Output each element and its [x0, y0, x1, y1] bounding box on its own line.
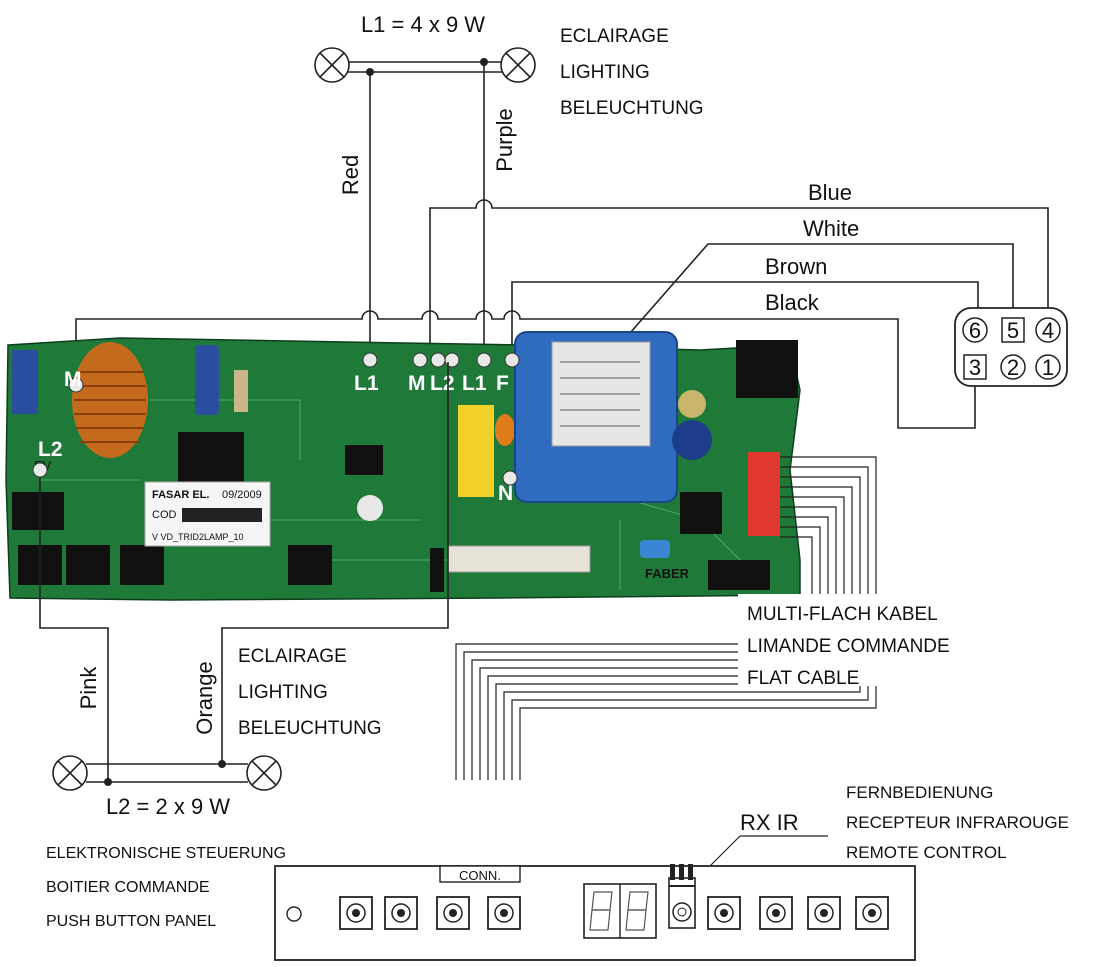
capacitor-icon	[458, 405, 494, 497]
connector-pin: 5	[1007, 318, 1019, 343]
panel-button-5[interactable]	[707, 896, 741, 930]
lamp-icon	[246, 755, 282, 791]
top-lamp-group: L1 = 4 x 9 W ECLAIRAGE LIGHTING BELEUCHT…	[314, 12, 704, 119]
microcontroller-icon	[680, 492, 722, 534]
pink-wire	[39, 478, 109, 782]
motor-wires: Blue White Brown Black	[75, 180, 1049, 471]
panel-button-3[interactable]	[436, 896, 470, 930]
purple-wire-label: Purple	[492, 108, 517, 172]
lamp-icon	[52, 755, 88, 791]
terminal-label-l2: L2	[430, 372, 455, 395]
terminal-label-l2: L2	[38, 438, 63, 461]
panel-button-7[interactable]	[807, 896, 841, 930]
connector-pin: 6	[969, 318, 981, 343]
panel-desc: PUSH BUTTON PANEL	[46, 913, 216, 930]
lamp-icon	[314, 47, 350, 83]
bottom-lamp-desc: LIGHTING	[238, 682, 328, 703]
panel-connector	[439, 865, 521, 883]
terminal-label-l1: L1	[462, 372, 487, 395]
connector-pin: 1	[1042, 355, 1054, 380]
bottom-lamp-desc: BELEUCHTUNG	[238, 718, 382, 739]
panel-button-6[interactable]	[759, 896, 793, 930]
svg-text:COD: COD	[152, 509, 177, 521]
terminal-label-l1: L1	[354, 372, 379, 395]
bottom-lamp-label: L2 = 2 x 9 W	[106, 794, 230, 819]
terminal-label-f: F	[496, 372, 509, 395]
panel-desc: BOITIER COMMANDE	[46, 879, 210, 896]
terminal-label-n: N	[498, 482, 513, 505]
rx-ir-label: RX IR	[740, 810, 799, 835]
capacitor-icon	[195, 345, 219, 415]
lamp-icon	[500, 47, 536, 83]
pcb-sticker: FASAR EL. 09/2009 COD V VD_TRID2LAMP_10	[144, 481, 271, 547]
capacitor-icon	[12, 350, 38, 414]
flat-cable-label: FLAT CABLE	[747, 668, 859, 689]
svg-text:09/2009: 09/2009	[222, 489, 262, 501]
connector-pin: 4	[1042, 318, 1054, 343]
red-wire-label: Red	[338, 155, 363, 195]
rx-desc: REMOTE CONTROL	[846, 843, 1007, 862]
flat-cable-label: MULTI-FLACH KABEL	[747, 604, 938, 625]
faber-logo: FABER	[645, 566, 690, 581]
seven-segment-display	[583, 883, 657, 939]
orange-wire-label: Orange	[192, 661, 217, 734]
top-lamp-desc: ECLAIRAGE	[560, 26, 669, 47]
motor-connector: 6 5 4 3 2 1	[954, 307, 1068, 387]
orange-wire	[221, 362, 449, 764]
panel-button-4[interactable]	[487, 896, 521, 930]
terminal-label-m: M	[64, 368, 82, 391]
panel-button-2[interactable]	[384, 896, 418, 930]
top-lamp-desc: BELEUCHTUNG	[560, 98, 704, 119]
white-wire-label: White	[803, 216, 859, 241]
top-lamp-label: L1 = 4 x 9 W	[361, 12, 485, 37]
blue-wire-label: Blue	[808, 180, 852, 205]
ir-receiver-icon	[668, 864, 696, 929]
terminal-label-m: M	[408, 372, 426, 395]
flat-cable-label: LIMANDE COMMANDE	[747, 636, 950, 657]
rx-desc: FERNBEDIENUNG	[846, 783, 993, 802]
svg-text:V VD_TRID2LAMP_10: V VD_TRID2LAMP_10	[152, 532, 244, 542]
resistor-icon	[234, 370, 248, 412]
capacitor-icon	[672, 420, 712, 460]
panel-button-8[interactable]	[855, 896, 889, 930]
pink-wire-label: Pink	[76, 666, 101, 710]
brown-wire-label: Brown	[765, 254, 827, 279]
bottom-lamp-desc: ECLAIRAGE	[238, 646, 347, 667]
flat-cable-socket	[748, 452, 780, 536]
black-wire-label: Black	[765, 290, 820, 315]
panel-indicator-led	[286, 906, 302, 922]
rx-desc: RECEPTEUR INFRAROUGE	[846, 813, 1069, 832]
bottom-lamp-group: Pink Orange L2 = 2 x 9 W ECLAIRAGE LIGHT…	[39, 362, 449, 819]
top-lamp-desc: LIGHTING	[560, 62, 650, 83]
svg-text:FASAR EL.: FASAR EL.	[152, 489, 209, 501]
control-pcb: FASAR EL. 09/2009 COD V VD_TRID2LAMP_10 …	[5, 331, 801, 601]
connector-pin: 3	[969, 355, 981, 380]
panel-button-1[interactable]	[339, 896, 373, 930]
panel-connector-label: CONN.	[459, 868, 501, 883]
connector-pin: 2	[1007, 355, 1019, 380]
panel-desc: ELEKTRONISCHE STEUERUNG	[46, 845, 286, 862]
push-button-panel: CONN.	[274, 864, 916, 961]
